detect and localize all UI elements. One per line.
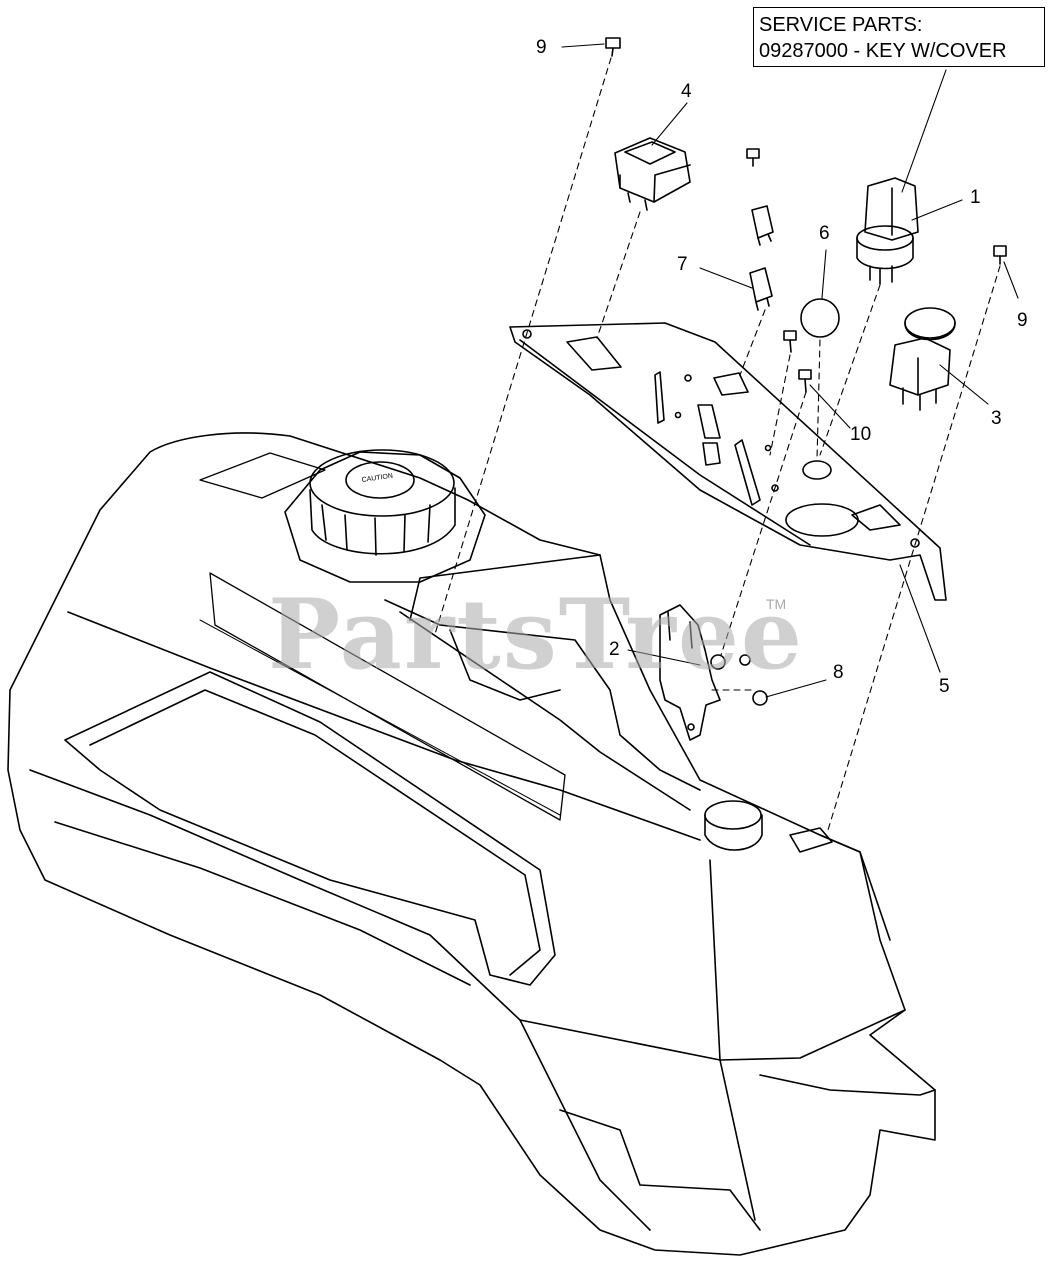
rocker-switch: [615, 138, 690, 210]
callout-2: 2: [609, 639, 620, 660]
screw-small-b: [784, 331, 796, 352]
service-parts-heading: SERVICE PARTS:: [759, 14, 923, 36]
service-parts-box: SERVICE PARTS: 09287000 - KEY W/COVER: [753, 7, 1045, 67]
pto-switch: [890, 308, 955, 410]
callout-5: 5: [939, 676, 950, 697]
callout-1: 1: [970, 187, 981, 208]
callout-6: 6: [819, 223, 830, 244]
callout-9-top: 9: [536, 37, 547, 58]
nut: [752, 690, 768, 706]
ignition-switch: [857, 178, 918, 284]
interlock-switch: [660, 605, 751, 740]
fuel-tank-body: [8, 433, 935, 1255]
leader-lines: [562, 44, 1018, 697]
service-parts-item: 09287000 - KEY W/COVER: [759, 40, 1007, 62]
callout-4: 4: [681, 81, 692, 102]
small-switch-upper: [752, 206, 773, 245]
callout-8: 8: [833, 662, 844, 683]
watermark-text: PartsTree: [268, 578, 804, 691]
hole-plug: [800, 298, 840, 338]
control-panel-plate: [510, 323, 946, 600]
callout-3: 3: [991, 408, 1002, 429]
screw-9-top: [606, 38, 620, 56]
watermark-trademark: TM: [766, 596, 787, 612]
callout-7: 7: [677, 254, 688, 275]
callout-10: 10: [850, 424, 872, 445]
screw-small-a: [747, 149, 759, 166]
screw-10: [799, 370, 811, 392]
callout-9-right: 9: [1017, 310, 1028, 331]
assembly-lines: [435, 58, 1000, 830]
small-switch-lower: [750, 268, 772, 310]
screw-9-right: [994, 246, 1006, 264]
vent-cap: [705, 801, 832, 852]
svg-text:CAUTION: CAUTION: [361, 473, 393, 484]
fuel-cap: CAUTION: [310, 450, 455, 555]
